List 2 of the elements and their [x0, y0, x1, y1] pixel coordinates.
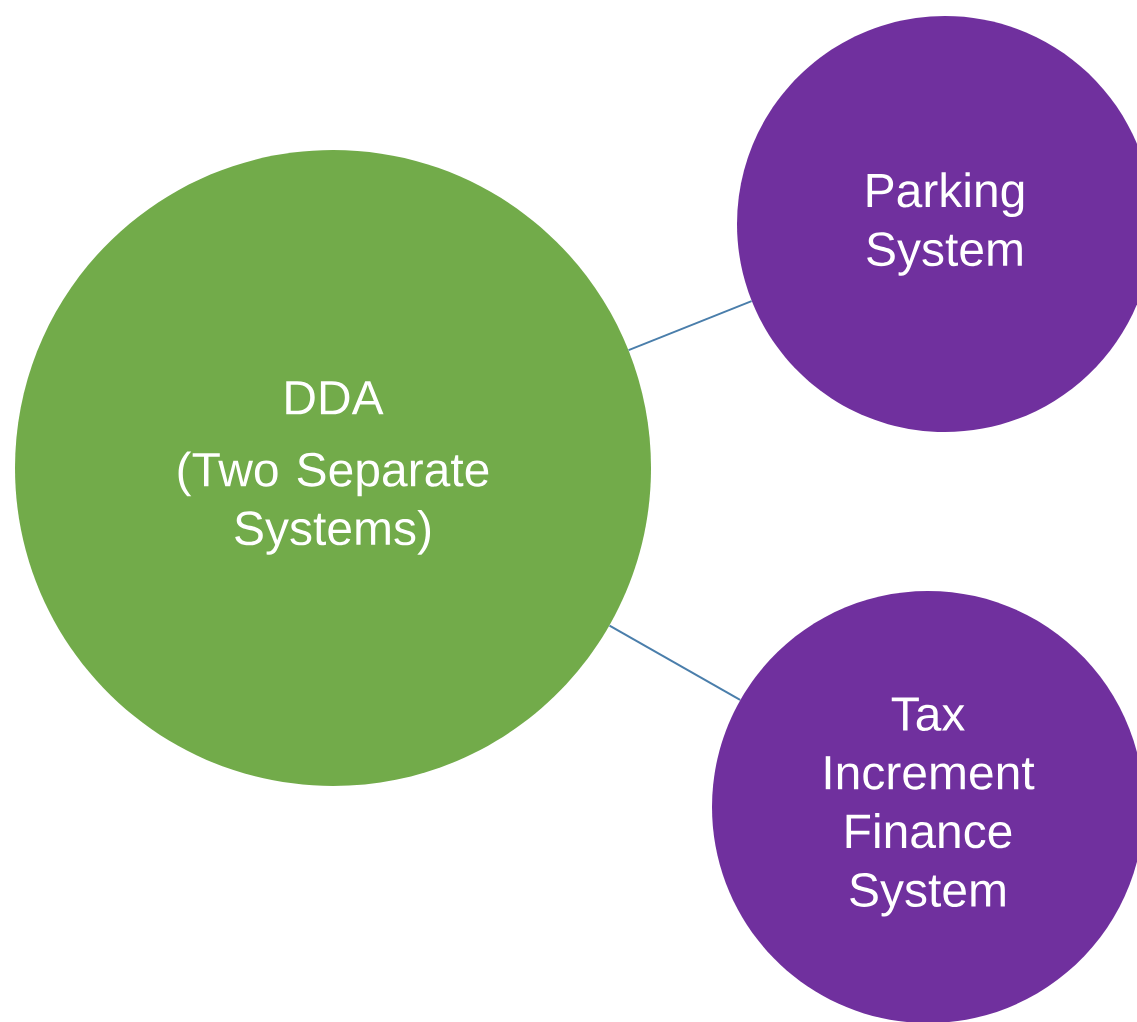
connector-line	[627, 300, 753, 352]
connector-line	[608, 624, 742, 701]
